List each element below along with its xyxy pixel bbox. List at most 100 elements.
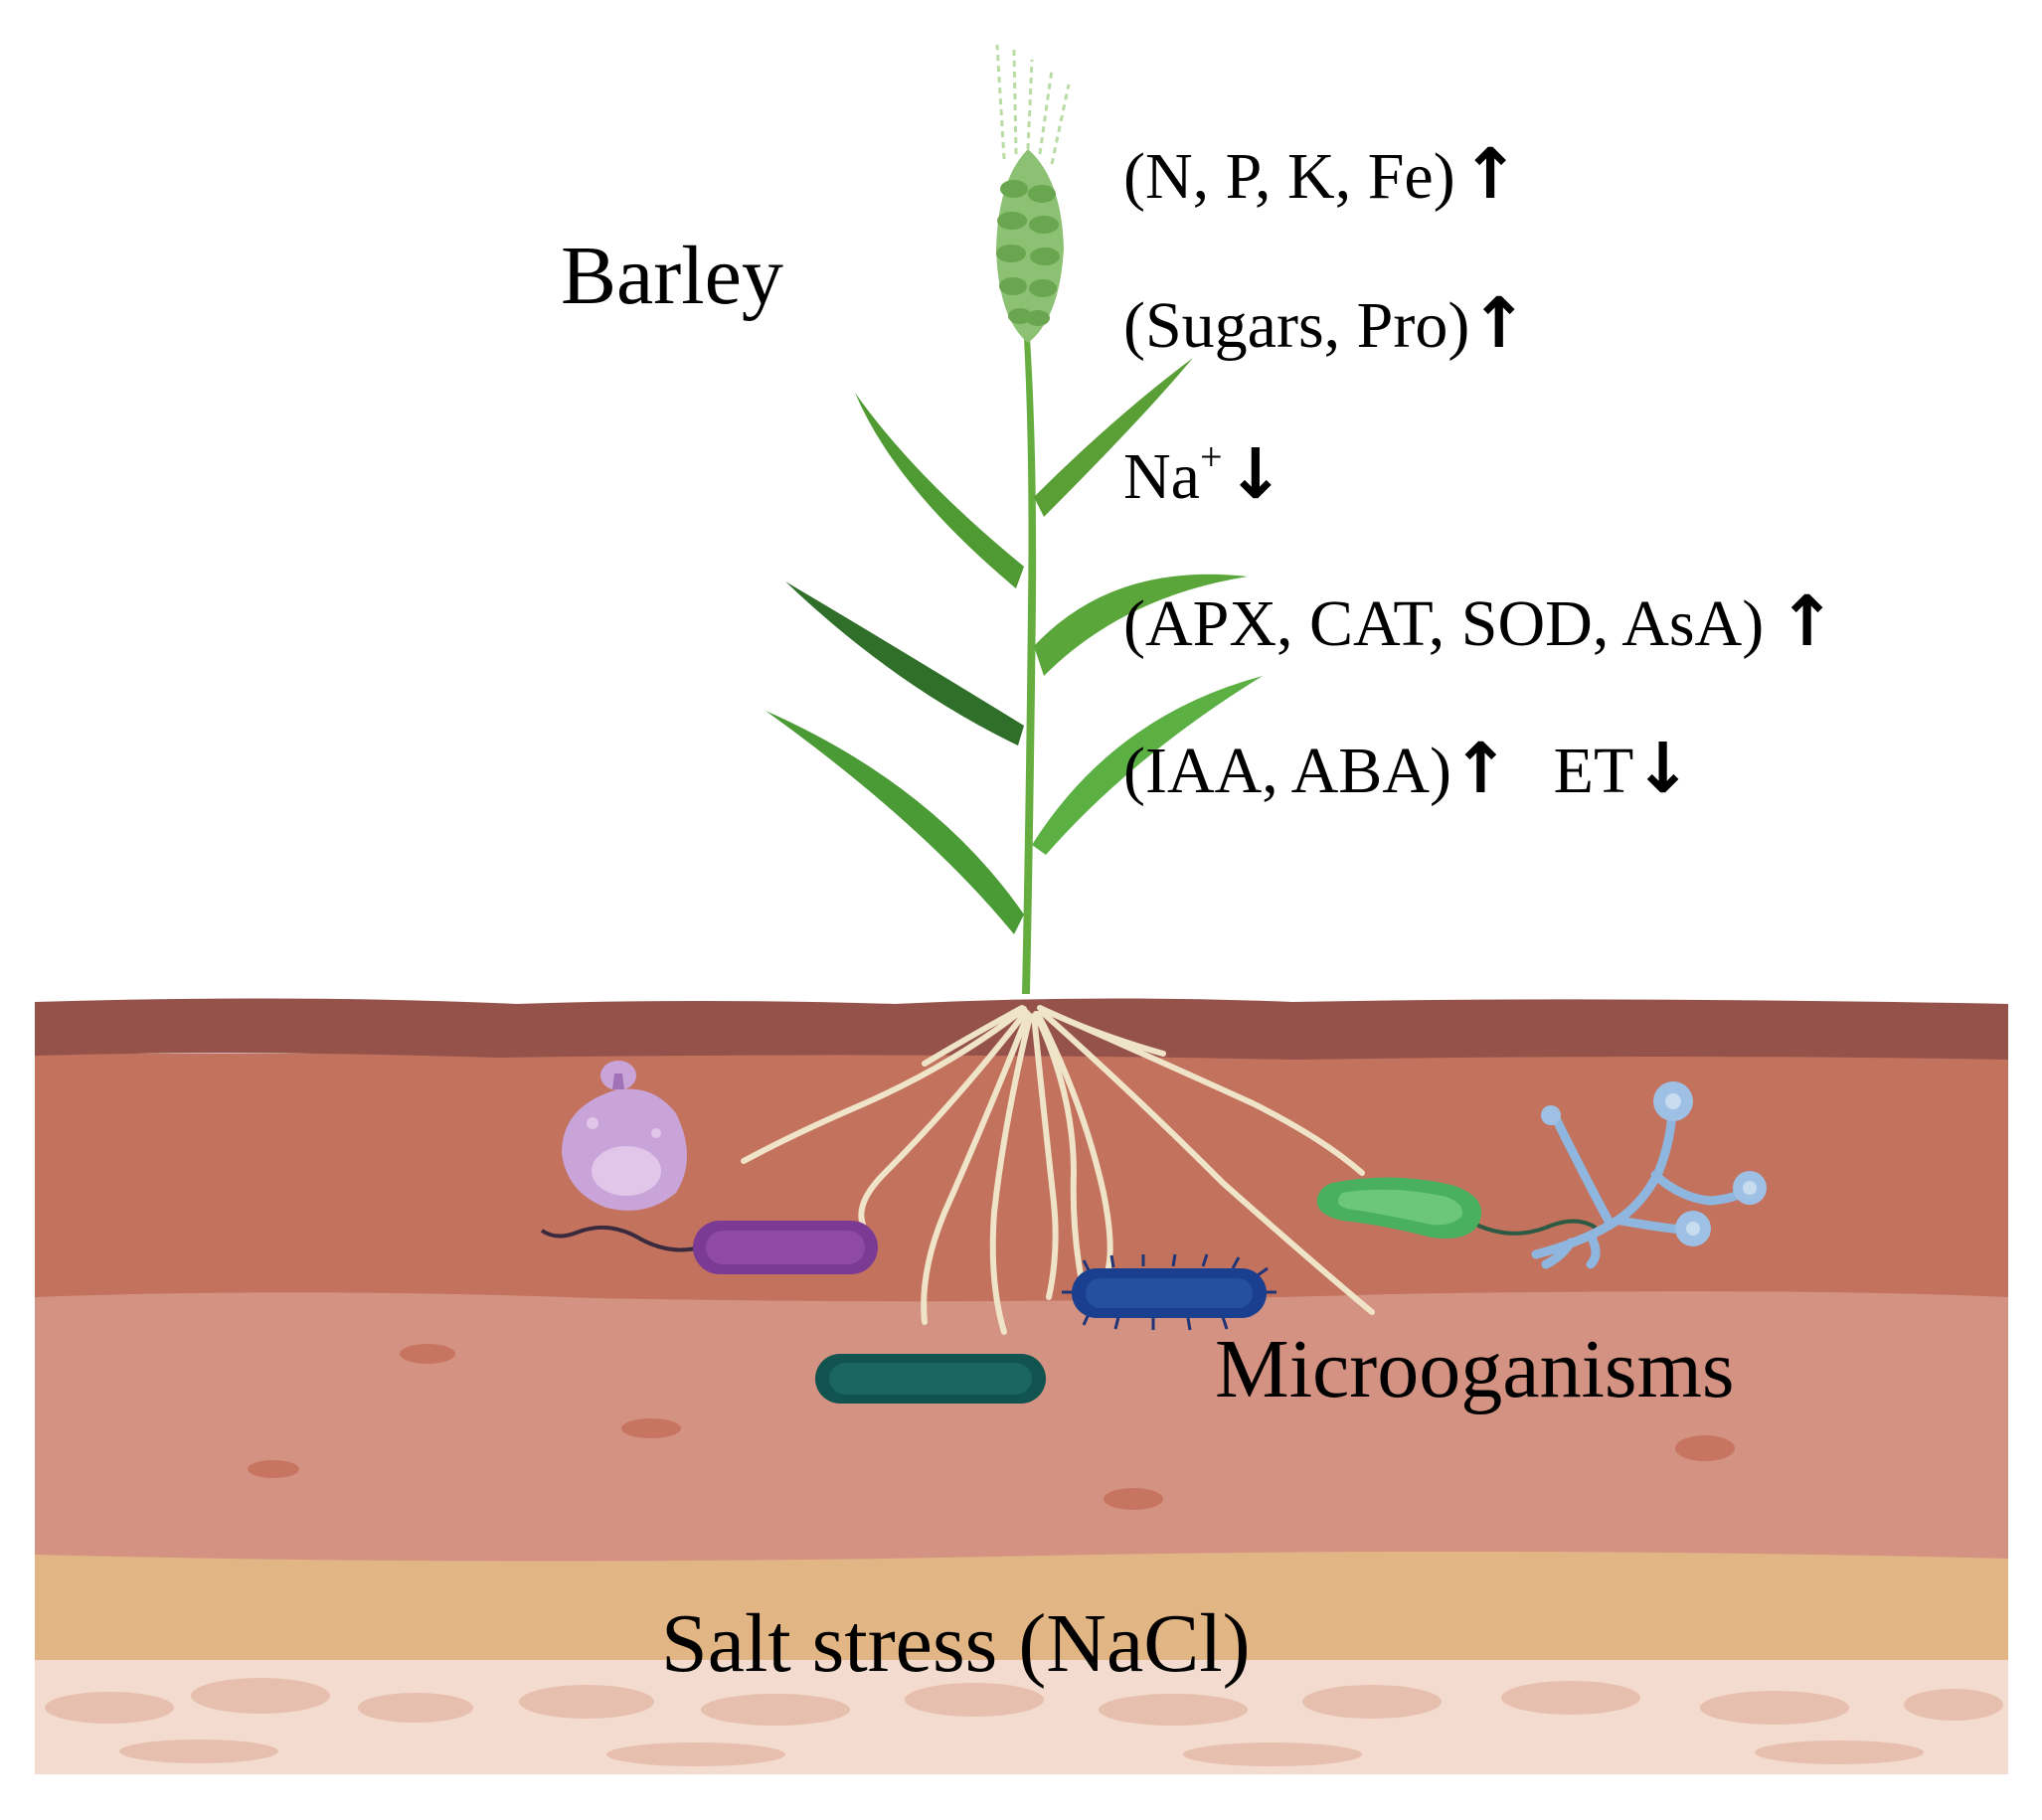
up-arrow-icon: ↑ [1778,580,1836,662]
pilus [1109,1254,1115,1268]
soil-pebble [1104,1488,1163,1510]
yeast-organelle [651,1128,661,1138]
microorganisms [540,1061,1767,1404]
pilus [1257,1266,1269,1277]
soil-stone [701,1694,850,1726]
ear-awn [995,44,1006,160]
ear-grain [1000,180,1028,198]
fungal-spore-dot [1665,1093,1681,1109]
soil-stone [1755,1740,1924,1764]
root [989,1013,1033,1335]
effect-text-2: ET [1553,735,1634,807]
soil-stone [45,1692,174,1724]
roots [741,1005,1375,1335]
effect-nutrients: (N, P, K, Fe)↑ [1123,139,1519,210]
ear-grain [999,277,1027,295]
effect-text: (IAA, ABA) [1123,735,1451,807]
plant-stem [1022,338,1037,994]
fungal-hypha [1541,1238,1576,1269]
down-arrow-icon: ↓ [1633,728,1692,809]
salt-stress-label: Salt stress (NaCl) [661,1597,1251,1690]
effect-text: (N, P, K, Fe) [1123,140,1455,213]
yeast-neck [612,1074,624,1089]
fungal-spore-head [1541,1105,1561,1125]
green-bacterium [1316,1177,1598,1239]
plant-leaf [1032,676,1263,855]
pilus [1231,1256,1241,1269]
up-arrow-icon: ↑ [1450,728,1510,809]
ear-awn [1026,59,1034,150]
root [741,1006,1027,1164]
soil-pebble [1675,1435,1735,1461]
barley-plant [766,44,1263,994]
effect-text: (APX, CAT, SOD, AsA) [1123,587,1765,660]
fungal-hypha [1551,1113,1616,1230]
soil-base-layer [35,1650,2008,1774]
barley-ear [995,44,1071,343]
plant-leaf [855,393,1024,588]
soil-stone [191,1678,330,1714]
root [858,1009,1029,1228]
bacterium-inner [829,1363,1032,1395]
ear-awn [1038,69,1054,155]
ear-grain [1008,308,1032,324]
ear-grain [997,212,1027,230]
pilus [1201,1253,1209,1267]
fungus [1531,1081,1767,1269]
pilus [1221,1316,1229,1330]
root [921,1011,1031,1325]
soil-stone [905,1683,1044,1717]
ear-awn [1012,49,1018,155]
soil-stone [1904,1689,2003,1721]
yeast-organelle [587,1117,598,1129]
effect-text: Na [1123,440,1200,513]
bacterium-inner [706,1231,865,1264]
effect-superscript: + [1199,434,1223,479]
soil-stone [1700,1691,1849,1725]
soil-pebble [621,1418,681,1438]
purple-bacterium [540,1221,878,1274]
soil [35,998,2008,1774]
bacterium-inner [1338,1189,1462,1226]
pilus [1171,1253,1177,1267]
root [1039,1009,1375,1315]
effect-hormones: (IAA, ABA)↑ET↓ [1123,734,1692,804]
root [1033,1011,1087,1295]
ear-grain [996,245,1026,262]
ear-grain [1030,248,1060,265]
microorganisms-label: Microoganisms [1215,1323,1735,1415]
down-arrow-icon: ↓ [1226,433,1285,515]
fungal-hypha [1586,1231,1601,1269]
root [1031,1013,1059,1300]
soil-stone [1183,1742,1362,1766]
blue-bacterium [1062,1253,1276,1331]
effect-sugars: (Sugars, Pro)↑ [1123,288,1528,359]
soil-stone [1501,1681,1640,1715]
soil-pebble [400,1344,455,1364]
barley-label: Barley [561,230,783,322]
teal-bacterium [815,1354,1046,1404]
plant-leaf [1034,574,1248,676]
ear-awn [1050,83,1071,165]
pilus [1113,1316,1120,1330]
pilus [1082,1259,1091,1271]
ear-grain [1026,310,1050,326]
flagellum [1475,1219,1598,1236]
soil-middle-layer [35,1286,2008,1562]
yeast-cell [562,1061,687,1211]
soil-stone [119,1739,278,1763]
soil-stone [358,1693,473,1723]
plant-leaf [785,581,1024,745]
soil-stone [606,1742,785,1766]
soil-pebble [248,1460,299,1478]
ear-grain [1029,216,1059,234]
soil-stone [1302,1685,1442,1719]
effect-sodium: Na+↓ [1123,437,1284,510]
flagellum [540,1225,697,1252]
soil-stone [519,1685,654,1719]
up-arrow-icon: ↑ [1460,133,1520,215]
effect-antioxidants: (APX, CAT, SOD, AsA)↑ [1123,586,1836,657]
soil-upper-layer [35,1054,2008,1302]
pilus [1186,1317,1192,1331]
ear-grain [1029,279,1057,297]
